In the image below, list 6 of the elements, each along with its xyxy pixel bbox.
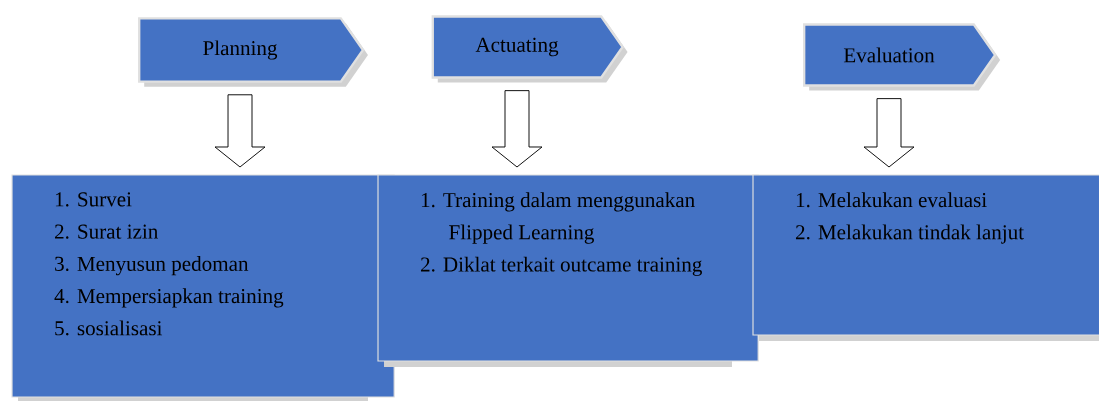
block-arrow xyxy=(863,98,915,168)
list-box: 1. Training dalam menggunakan Flipped Learning 2. Diklat terkait outcame training xyxy=(377,174,759,367)
list-box: 1. Survei 2. Surat izin 3. Menyusun pedoman 4. Mempersiapkan training 5. sosialisasi xyxy=(11,174,395,401)
list-box: 1. Melakukan evaluasi 2. Melakukan tindak lanjut xyxy=(752,174,1099,341)
block-arrow xyxy=(491,90,543,168)
block-arrow xyxy=(214,94,266,168)
